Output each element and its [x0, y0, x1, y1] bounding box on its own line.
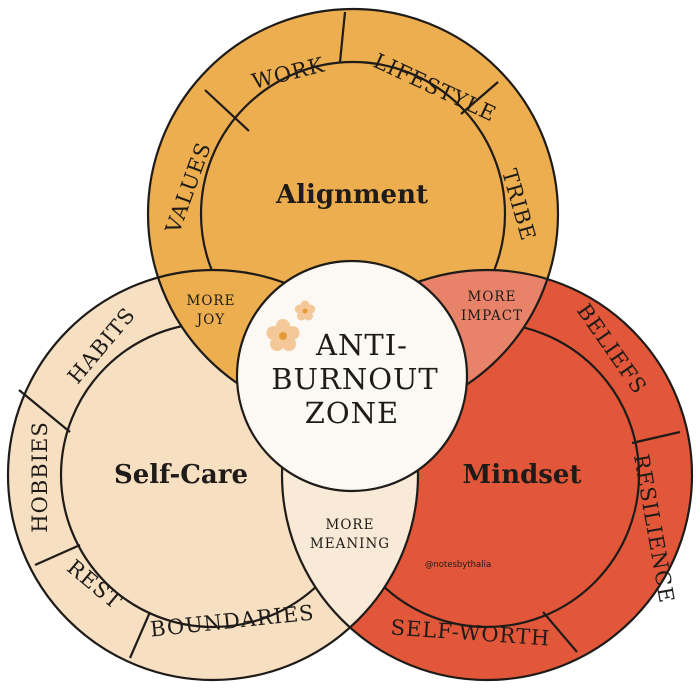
- meaning-label-line-2: MEANING: [310, 536, 390, 552]
- alignment-dividers: [204, 11, 499, 132]
- selfcare-title: Self-Care: [114, 460, 248, 490]
- impact-label-line-2: IMPACT: [461, 308, 523, 324]
- mindset-dividers: [542, 430, 681, 653]
- mindset-title: Mindset: [463, 460, 582, 490]
- selfcare-dividers: [18, 389, 152, 659]
- meaning-label-line-1: MORE: [326, 517, 375, 533]
- small-flower-icon: [294, 300, 316, 321]
- center-line-1: ANTI-: [315, 328, 408, 362]
- joy-label-line-2: JOY: [195, 312, 225, 328]
- impact-label-line-1: MORE: [468, 289, 517, 305]
- segment-hobbies: HOBBIES: [28, 421, 52, 532]
- flower-icon: [266, 319, 300, 351]
- alignment-title: Alignment: [275, 180, 428, 210]
- center-line-2: BURNOUT: [271, 362, 439, 396]
- joy-label-line-1: MORE: [187, 293, 236, 309]
- credit-handle: @notesbythalia: [425, 560, 491, 570]
- center-circle: [235, 259, 469, 493]
- center-line-3: ZONE: [305, 396, 399, 430]
